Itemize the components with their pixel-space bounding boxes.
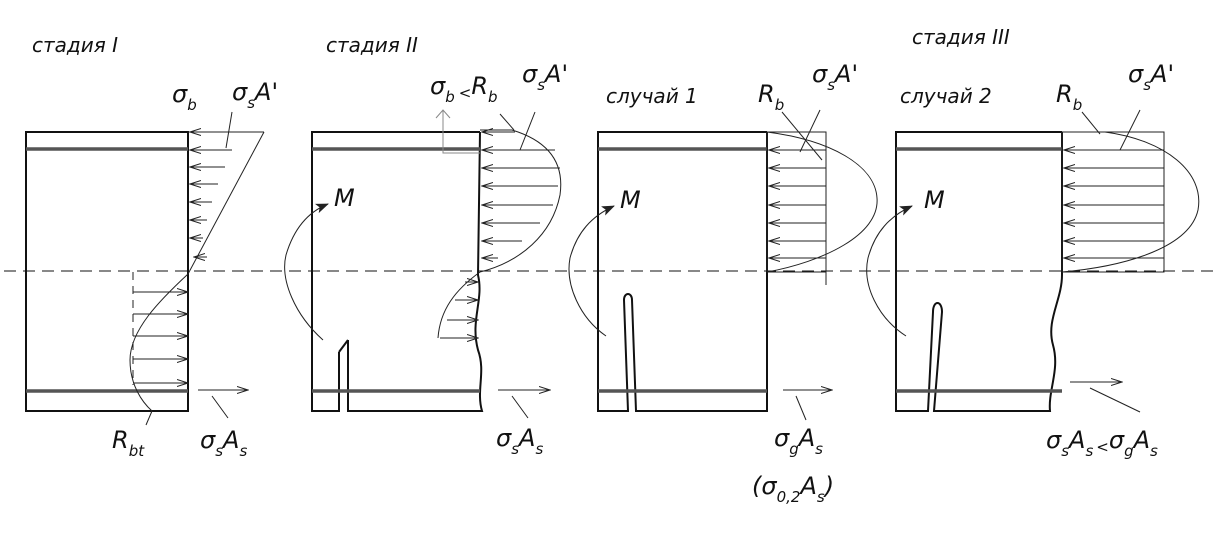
tension-arrows [440, 282, 478, 338]
compression-diagram [187, 131, 265, 275]
moment-arrow [568, 205, 615, 337]
tension-diagram [129, 273, 189, 412]
sigma-s-prime-label: σsA' [1128, 60, 1174, 94]
sigma-b-marker [442, 110, 480, 154]
rb-label: Rb [758, 80, 784, 114]
leader-line [511, 395, 529, 419]
rectangular-stress-block [766, 131, 827, 273]
sigma-02-as-label: (σ0,2As) [752, 472, 834, 506]
moment-label: M [334, 184, 355, 212]
sigma-s-as-label: σsAs [200, 426, 247, 460]
compression-diagram [766, 131, 878, 273]
stage-2-section [284, 109, 562, 419]
stage-3-title: стадия III [912, 25, 1010, 49]
beam-section [597, 131, 768, 412]
tension-arrows [133, 292, 188, 383]
beam-section [895, 131, 1063, 412]
compression-diagram [1061, 131, 1200, 273]
leader-line [1089, 387, 1141, 413]
moment-label: M [924, 186, 945, 214]
leader-line [1081, 111, 1101, 135]
sigma-b-less-rb-label: σb<Rb [430, 72, 498, 106]
leader-line [799, 109, 821, 153]
sigma-s-prime-label: σsA' [232, 78, 278, 112]
compression-arrows [482, 132, 560, 258]
case-2-title: случай 2 [900, 84, 992, 108]
sigma-s-as-label: σsAs [496, 424, 543, 458]
moment-label: M [620, 186, 641, 214]
rectangular-stress-block [1061, 131, 1165, 273]
leader-line [499, 113, 515, 131]
stage-2-title: стадия II [326, 33, 418, 57]
compression-arrows [769, 150, 826, 258]
stage-1-section [25, 111, 265, 426]
rb-label: Rb [1056, 80, 1082, 114]
compression-arrows [1064, 150, 1164, 258]
stage-3-case-2-section [866, 109, 1200, 413]
crack-line [338, 339, 349, 353]
moment-arrow [284, 203, 329, 341]
sigma-s-prime-label: σsA' [522, 60, 568, 94]
compression-arrows [190, 132, 250, 257]
leader-line [145, 410, 153, 426]
stage-3-case-1-section [568, 109, 878, 421]
compression-diagram [479, 129, 562, 273]
beam-section [25, 131, 189, 412]
rbt-label: Rbt [112, 426, 145, 460]
leader-line [211, 395, 229, 419]
sigma-b-label: σb [172, 80, 197, 114]
moment-arrow [866, 205, 913, 337]
leader-line [1119, 109, 1141, 151]
stage-1-title: стадия I [32, 33, 118, 57]
sigma-s-prime-label: σsA' [812, 60, 858, 94]
leader-line [225, 111, 233, 149]
sigma-s-less-sigma-g-label: σsAs<σgAs [1046, 426, 1158, 460]
leader-line [781, 111, 823, 161]
sigma-g-as-label: σgAs [774, 424, 823, 458]
tension-diagram [437, 271, 481, 339]
case-1-title: случай 1 [606, 84, 698, 108]
leader-line [795, 395, 807, 421]
leader-line [519, 111, 536, 151]
